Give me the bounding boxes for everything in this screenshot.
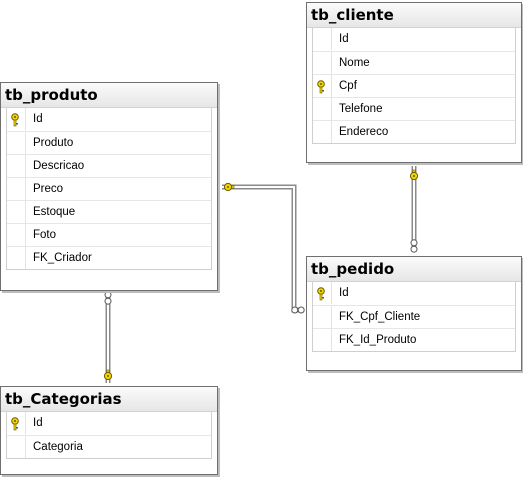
relationship-produto-pedido — [222, 184, 300, 313]
relationship-key-end — [103, 369, 113, 381]
column-row[interactable]: FK_Cpf_Cliente — [313, 305, 515, 328]
column-row[interactable]: FK_Id_Produto — [313, 328, 515, 351]
column-row[interactable]: Produto — [7, 131, 211, 154]
column-row[interactable]: Cpf — [313, 74, 515, 97]
row-selector — [7, 224, 26, 246]
column-name: Foto — [33, 229, 57, 241]
column-name: FK_Criador — [33, 252, 92, 264]
table-title-tb-produto: tb_produto — [1, 83, 217, 108]
column-name: FK_Id_Produto — [339, 334, 417, 346]
column-row[interactable]: Descricao — [7, 154, 211, 177]
column-name: Id — [33, 113, 43, 125]
column-row[interactable]: Id — [7, 108, 211, 131]
primary-key-icon — [317, 287, 325, 301]
column-row[interactable]: Id — [313, 282, 515, 305]
row-selector — [7, 247, 26, 269]
column-row[interactable]: Id — [7, 412, 211, 435]
table-title-tb-pedido: tb_pedido — [307, 257, 521, 282]
column-name: Id — [339, 33, 349, 45]
row-selector — [313, 98, 332, 120]
table-title-tb-categorias: tb_Categorias — [1, 387, 217, 412]
column-name: FK_Cpf_Cliente — [339, 311, 421, 323]
row-selector — [7, 108, 26, 130]
primary-key-icon — [317, 80, 325, 94]
column-row[interactable]: Estoque — [7, 200, 211, 223]
relationship-many-end — [104, 291, 112, 305]
column-row[interactable]: Categoria — [7, 435, 211, 458]
row-selector — [313, 75, 332, 97]
row-selector — [313, 52, 332, 74]
row-selector — [313, 282, 332, 304]
row-selector — [7, 412, 26, 434]
column-row[interactable]: Id — [313, 28, 515, 51]
primary-key-icon — [11, 113, 19, 127]
row-selector — [313, 329, 332, 351]
column-name: Produto — [33, 137, 74, 149]
row-selector — [313, 121, 332, 143]
row-selector — [7, 178, 26, 200]
primary-key-icon — [11, 417, 19, 431]
relationship-key-end — [223, 182, 235, 192]
column-name: Telefone — [339, 103, 383, 115]
column-row[interactable]: Nome — [313, 51, 515, 74]
relationship-many-end — [291, 306, 305, 314]
relationship-key-end — [409, 169, 419, 181]
column-name: Id — [33, 417, 43, 429]
column-name: Cpf — [339, 80, 357, 92]
column-name: Id — [339, 287, 349, 299]
table-title-tb-cliente: tb_cliente — [307, 3, 521, 28]
column-name: Estoque — [33, 206, 76, 218]
row-selector — [7, 155, 26, 177]
row-selector — [7, 132, 26, 154]
column-row[interactable]: Telefone — [313, 97, 515, 120]
row-selector — [7, 436, 26, 458]
row-selector — [313, 28, 332, 50]
relationship-produto-pedido-inner — [222, 186, 300, 311]
relationship-many-end — [410, 239, 418, 253]
column-row[interactable]: Endereco — [313, 120, 515, 143]
column-name: Nome — [339, 57, 370, 69]
column-row[interactable]: FK_Criador — [7, 246, 211, 269]
column-row[interactable]: Preco — [7, 177, 211, 200]
row-selector — [7, 201, 26, 223]
column-name: Endereco — [339, 126, 389, 138]
column-row[interactable]: Foto — [7, 223, 211, 246]
column-name: Preco — [33, 183, 64, 195]
row-selector — [313, 306, 332, 328]
column-name: Descricao — [33, 160, 85, 172]
column-name: Categoria — [33, 441, 83, 453]
